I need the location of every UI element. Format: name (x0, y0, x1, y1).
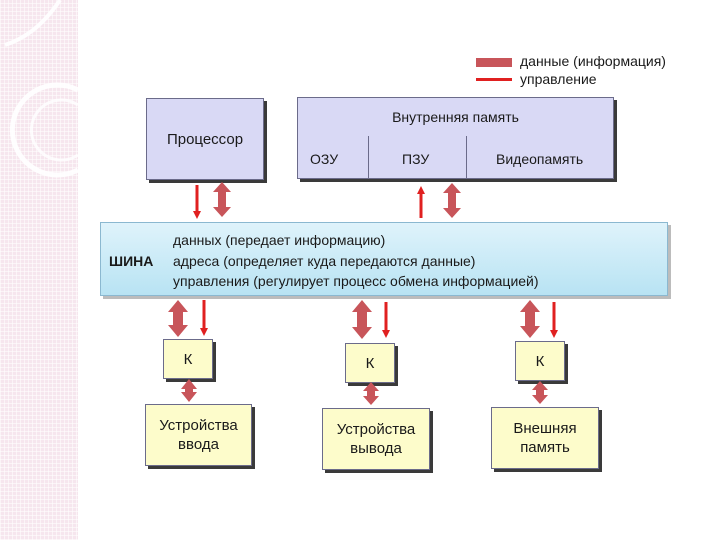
internal-memory-title: Внутренняя память (392, 109, 519, 125)
input-devices-box: Устройства ввода (145, 404, 252, 466)
system-bus-box: ШИНА данных (передает информацию) адреса… (100, 222, 668, 296)
memory-divider (368, 136, 369, 178)
data-arrow-double (532, 381, 548, 404)
decorative-swirl-icon (4, 0, 78, 178)
data-arrow-double (520, 300, 540, 338)
device-label-line: память (520, 439, 570, 456)
legend-data-swatch (476, 58, 512, 67)
memory-cell-video: Видеопамять (496, 151, 584, 167)
output-devices-box: Устройства вывода (322, 408, 430, 470)
data-arrow-double (213, 182, 231, 217)
external-memory-box: Внешняя память (491, 407, 599, 469)
memory-cell-ram: ОЗУ (310, 151, 339, 167)
controller-box-input: К (163, 339, 213, 379)
device-label-line: Внешняя (513, 420, 577, 437)
memory-divider (466, 136, 467, 178)
processor-box: Процессор (146, 98, 264, 180)
controller-box-storage: К (515, 341, 565, 381)
data-arrow-double (168, 300, 188, 337)
legend-control-label: управление (520, 71, 597, 87)
decorative-side-pattern (0, 0, 78, 540)
legend-data-label: данные (информация) (520, 53, 666, 69)
data-arrow-double (363, 382, 379, 405)
internal-memory-box: Внутренняя память ОЗУ ПЗУ Видеопамять (297, 97, 614, 179)
device-label-line: Устройства (336, 421, 416, 438)
controller-label: К (535, 352, 545, 370)
processor-label: Процессор (166, 130, 244, 148)
device-label-line: вывода (350, 440, 402, 457)
controller-box-output: К (345, 343, 395, 383)
bus-label: ШИНА (109, 253, 154, 269)
bus-line-address: адреса (определяет куда передаются данны… (173, 253, 476, 269)
data-arrow-double (443, 183, 461, 218)
data-arrow-double (352, 300, 372, 339)
bus-line-data: данных (передает информацию) (173, 232, 386, 248)
device-label-line: Устройства (159, 417, 238, 434)
legend-control-swatch (476, 78, 512, 81)
bus-line-control: управления (регулирует процесс обмена ин… (173, 273, 539, 289)
device-label-line: ввода (178, 436, 219, 453)
data-arrow-double (181, 379, 197, 402)
memory-cell-rom: ПЗУ (402, 151, 430, 167)
controller-label: К (365, 354, 375, 372)
controller-label: К (183, 350, 193, 368)
